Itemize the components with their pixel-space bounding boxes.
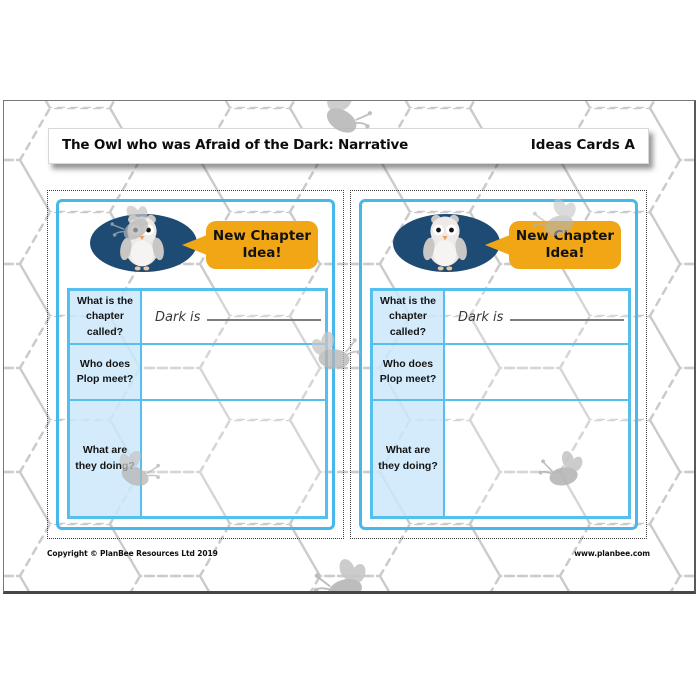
page-title: The Owl who was Afraid of the Dark: Narr…	[62, 137, 409, 154]
idea-card-2: New Chapter Idea! What is the chapter ca…	[350, 190, 647, 539]
answer-line	[207, 319, 322, 321]
owl-icon	[421, 213, 469, 271]
speech-bubble: New Chapter Idea!	[485, 221, 621, 269]
idea-card-table: What is the chapter called? Dark is Who …	[67, 288, 328, 519]
prompt-cell-chapter-name: What is the chapter called?	[372, 290, 444, 344]
answer-cell-who-meet	[444, 344, 629, 400]
answer-cell-chapter-name: Dark is	[444, 290, 629, 344]
answer-prefix: Dark is	[155, 309, 201, 325]
answer-cell-what-doing	[444, 400, 629, 517]
speech-bubble-tail	[182, 235, 207, 255]
idea-card-table: What is the chapter called? Dark is Who …	[370, 288, 631, 519]
answer-cell-chapter-name: Dark is	[141, 290, 326, 344]
answer-prefix: Dark is	[458, 309, 504, 325]
speech-bubble: New Chapter Idea!	[182, 221, 318, 269]
answer-cell-what-doing	[141, 400, 326, 517]
speech-bubble-label: New Chapter Idea!	[212, 228, 312, 261]
owl-icon	[118, 213, 166, 271]
bee-icon	[310, 554, 372, 591]
prompt-cell-what-doing: What are they doing?	[69, 400, 141, 517]
footer: Copyright © PlanBee Resources Ltd 2019 w…	[47, 550, 650, 558]
speech-bubble-tail	[485, 235, 510, 255]
prompt-cell-what-doing: What are they doing?	[372, 400, 444, 517]
copyright-text: Copyright © PlanBee Resources Ltd 2019	[47, 549, 218, 558]
prompt-cell-chapter-name: What is the chapter called?	[69, 290, 141, 344]
prompt-cell-who-meet: Who does Plop meet?	[372, 344, 444, 400]
prompt-cell-who-meet: Who does Plop meet?	[69, 344, 141, 400]
answer-line	[510, 319, 625, 321]
answer-cell-who-meet	[141, 344, 326, 400]
edition-label: Ideas Cards A	[530, 137, 635, 154]
title-bar: The Owl who was Afraid of the Dark: Narr…	[48, 128, 649, 164]
website-text: www.planbee.com	[574, 549, 650, 558]
worksheet-page: The Owl who was Afraid of the Dark: Narr…	[3, 100, 696, 594]
idea-card-1: New Chapter Idea! What is the chapter ca…	[47, 190, 344, 539]
speech-bubble-label: New Chapter Idea!	[515, 228, 615, 261]
